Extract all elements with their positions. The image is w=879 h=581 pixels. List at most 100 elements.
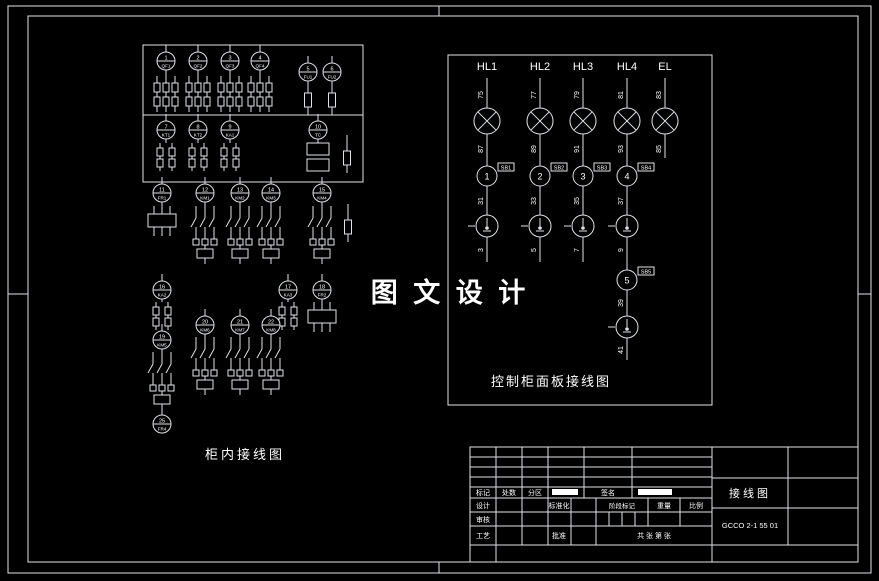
component-fusev bbox=[344, 204, 352, 242]
symbol-box bbox=[247, 96, 255, 107]
component-code: KT1 bbox=[162, 133, 171, 138]
component-code: KM3 bbox=[266, 196, 276, 201]
wire-line bbox=[243, 348, 250, 359]
symbol-box bbox=[318, 238, 326, 246]
wire-number: 33 bbox=[531, 197, 538, 205]
drawing-title: 接线图 bbox=[729, 486, 771, 500]
wire-number: 75 bbox=[478, 91, 485, 99]
symbol-box bbox=[156, 158, 164, 168]
pushbutton-dot bbox=[581, 226, 585, 230]
symbol-box bbox=[152, 317, 160, 327]
wire-line bbox=[477, 111, 497, 131]
symbol-box bbox=[185, 82, 193, 93]
cabinet-wiring-caption: 柜内接线图 bbox=[205, 447, 285, 462]
symbol-box bbox=[256, 96, 264, 107]
component-number: 21 bbox=[237, 320, 243, 326]
symbol-box bbox=[265, 96, 273, 107]
sheet-border bbox=[7, 5, 872, 574]
transformer-icon bbox=[306, 142, 330, 156]
symbol-box bbox=[236, 369, 244, 377]
lamp-label: HL3 bbox=[573, 61, 593, 73]
wire-number: 87 bbox=[478, 145, 485, 153]
component-code: FU2 bbox=[328, 75, 337, 80]
symbol-box bbox=[162, 82, 170, 93]
wire-number: 85 bbox=[656, 145, 663, 153]
symbol-box bbox=[156, 147, 164, 157]
component-code: TC bbox=[315, 133, 322, 138]
fuse-icon bbox=[304, 92, 312, 108]
component-code: QF4 bbox=[256, 64, 265, 69]
component-code: QF3 bbox=[226, 64, 235, 69]
symbol-box bbox=[203, 82, 211, 93]
wire-line bbox=[256, 217, 263, 228]
symbol-box bbox=[168, 147, 176, 157]
symbol-box bbox=[158, 384, 166, 392]
component-code: FU1 bbox=[304, 75, 313, 80]
wire-number: 93 bbox=[618, 145, 625, 153]
wire-number: 5 bbox=[531, 248, 538, 252]
button-tag: SB3 bbox=[597, 166, 607, 172]
component-number: 5 bbox=[306, 67, 309, 73]
symbol-box bbox=[185, 96, 193, 107]
symbol-box bbox=[258, 238, 266, 246]
wire-number: 41 bbox=[618, 346, 625, 354]
symbol-box bbox=[201, 238, 209, 246]
wire-line bbox=[530, 111, 550, 131]
fuse-icon bbox=[343, 150, 351, 166]
symbol-box bbox=[210, 238, 218, 246]
wire-line bbox=[165, 363, 172, 374]
button-tag: SB2 bbox=[554, 166, 564, 172]
tb-label-stage-mark: 阶段标记 bbox=[609, 501, 636, 510]
symbol-box bbox=[247, 82, 255, 93]
relay-section-box bbox=[142, 114, 364, 183]
component-code: KM6 bbox=[200, 328, 210, 333]
coil-icon bbox=[231, 379, 249, 390]
wire-line bbox=[208, 217, 215, 228]
pushbutton-dot bbox=[625, 226, 629, 230]
component-number: 17 bbox=[285, 285, 291, 291]
wire-number: 91 bbox=[574, 145, 581, 153]
component-code: KM4 bbox=[317, 196, 327, 201]
tb-label-standardization: 标准化 bbox=[549, 501, 570, 510]
wire-number: 39 bbox=[618, 299, 625, 307]
tb-label-sheets: 共 张 第 张 bbox=[637, 531, 671, 540]
button-tag-box bbox=[637, 162, 655, 172]
symbol-box bbox=[235, 96, 243, 107]
thermal-relay-icon bbox=[147, 213, 177, 228]
wire-number: 31 bbox=[478, 197, 485, 205]
wire-line bbox=[225, 217, 232, 228]
transformer-icon bbox=[306, 158, 330, 172]
symbol-box bbox=[152, 306, 160, 316]
wire-number: 81 bbox=[618, 91, 625, 99]
symbol-box bbox=[267, 369, 275, 377]
symbol-box bbox=[309, 238, 317, 246]
wire-line bbox=[190, 217, 197, 228]
symbol-box bbox=[227, 369, 235, 377]
wire-line bbox=[325, 217, 332, 228]
symbol-box bbox=[153, 82, 161, 93]
tb-label-review: 审核 bbox=[476, 515, 490, 524]
symbol-box bbox=[200, 147, 208, 157]
symbol-box bbox=[200, 158, 208, 168]
wire-line bbox=[234, 348, 241, 359]
thermal-relay-icon bbox=[307, 309, 337, 324]
control-panel-caption: 控制柜面板接线图 bbox=[491, 374, 611, 389]
wire-number: 9 bbox=[618, 248, 625, 252]
cabinet-section-boxes bbox=[142, 44, 364, 183]
lamp-label: EL bbox=[658, 61, 671, 73]
button-tag-box bbox=[593, 162, 611, 172]
coil-icon bbox=[153, 394, 171, 405]
component-number: 1 bbox=[164, 56, 167, 62]
wire-number: 83 bbox=[656, 91, 663, 99]
